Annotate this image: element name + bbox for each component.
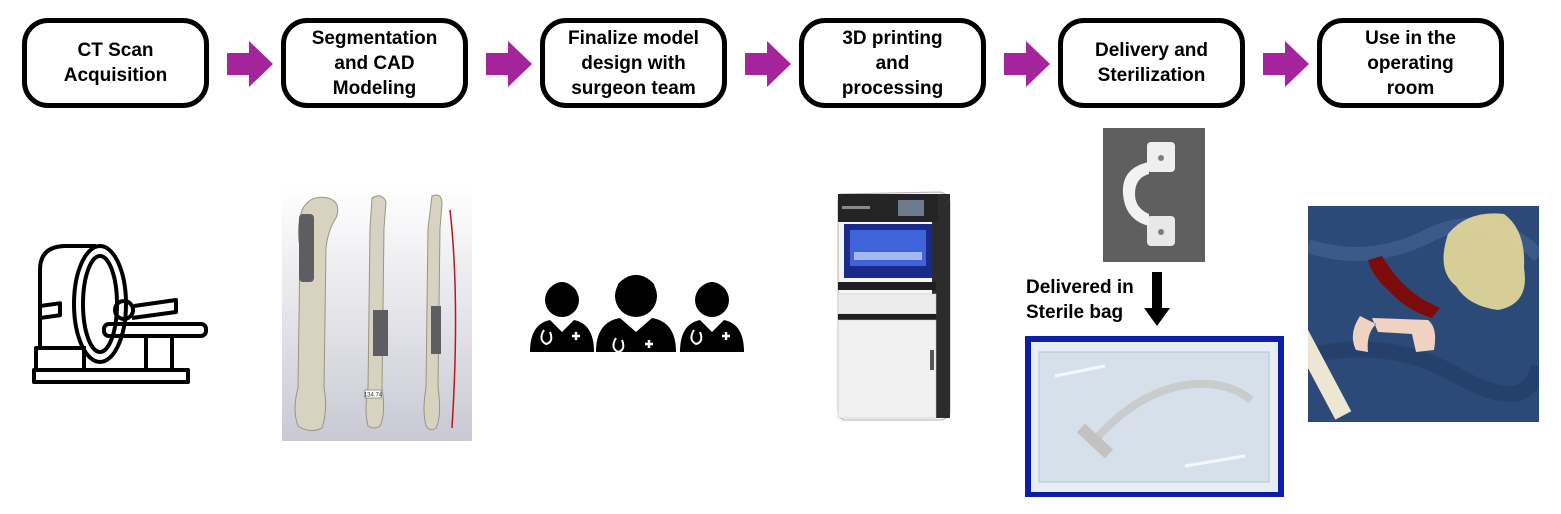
bone-model-image: 134.74 [282, 188, 472, 441]
3d-printer-image [837, 191, 951, 421]
ct-scanner-icon [32, 244, 208, 384]
arrow-icon [486, 41, 532, 87]
arrow-icon [1004, 41, 1050, 87]
step-3d-printing: 3D printing and processing [799, 18, 986, 108]
arrow-icon [1263, 41, 1309, 87]
sterile-bag-image [1025, 336, 1284, 497]
operating-room-image [1308, 206, 1539, 422]
delivery-note: Delivered in Sterile bag [1026, 277, 1134, 323]
down-arrow-icon [1144, 272, 1170, 326]
printed-part-image [1103, 128, 1205, 262]
ruler-value: 134.74 [364, 393, 383, 399]
step-segmentation: Segmentation and CAD Modeling [281, 18, 468, 108]
arrow-icon [745, 41, 791, 87]
step-delivery: Delivery and Sterilization [1058, 18, 1245, 108]
step-ct-scan: CT Scan Acquisition [22, 18, 209, 108]
arrow-icon [227, 41, 273, 87]
step-finalize-design: Finalize model design with surgeon team [540, 18, 727, 108]
surgeon-team-icon [530, 275, 744, 354]
step-operating-room: Use in the operating room [1317, 18, 1504, 108]
